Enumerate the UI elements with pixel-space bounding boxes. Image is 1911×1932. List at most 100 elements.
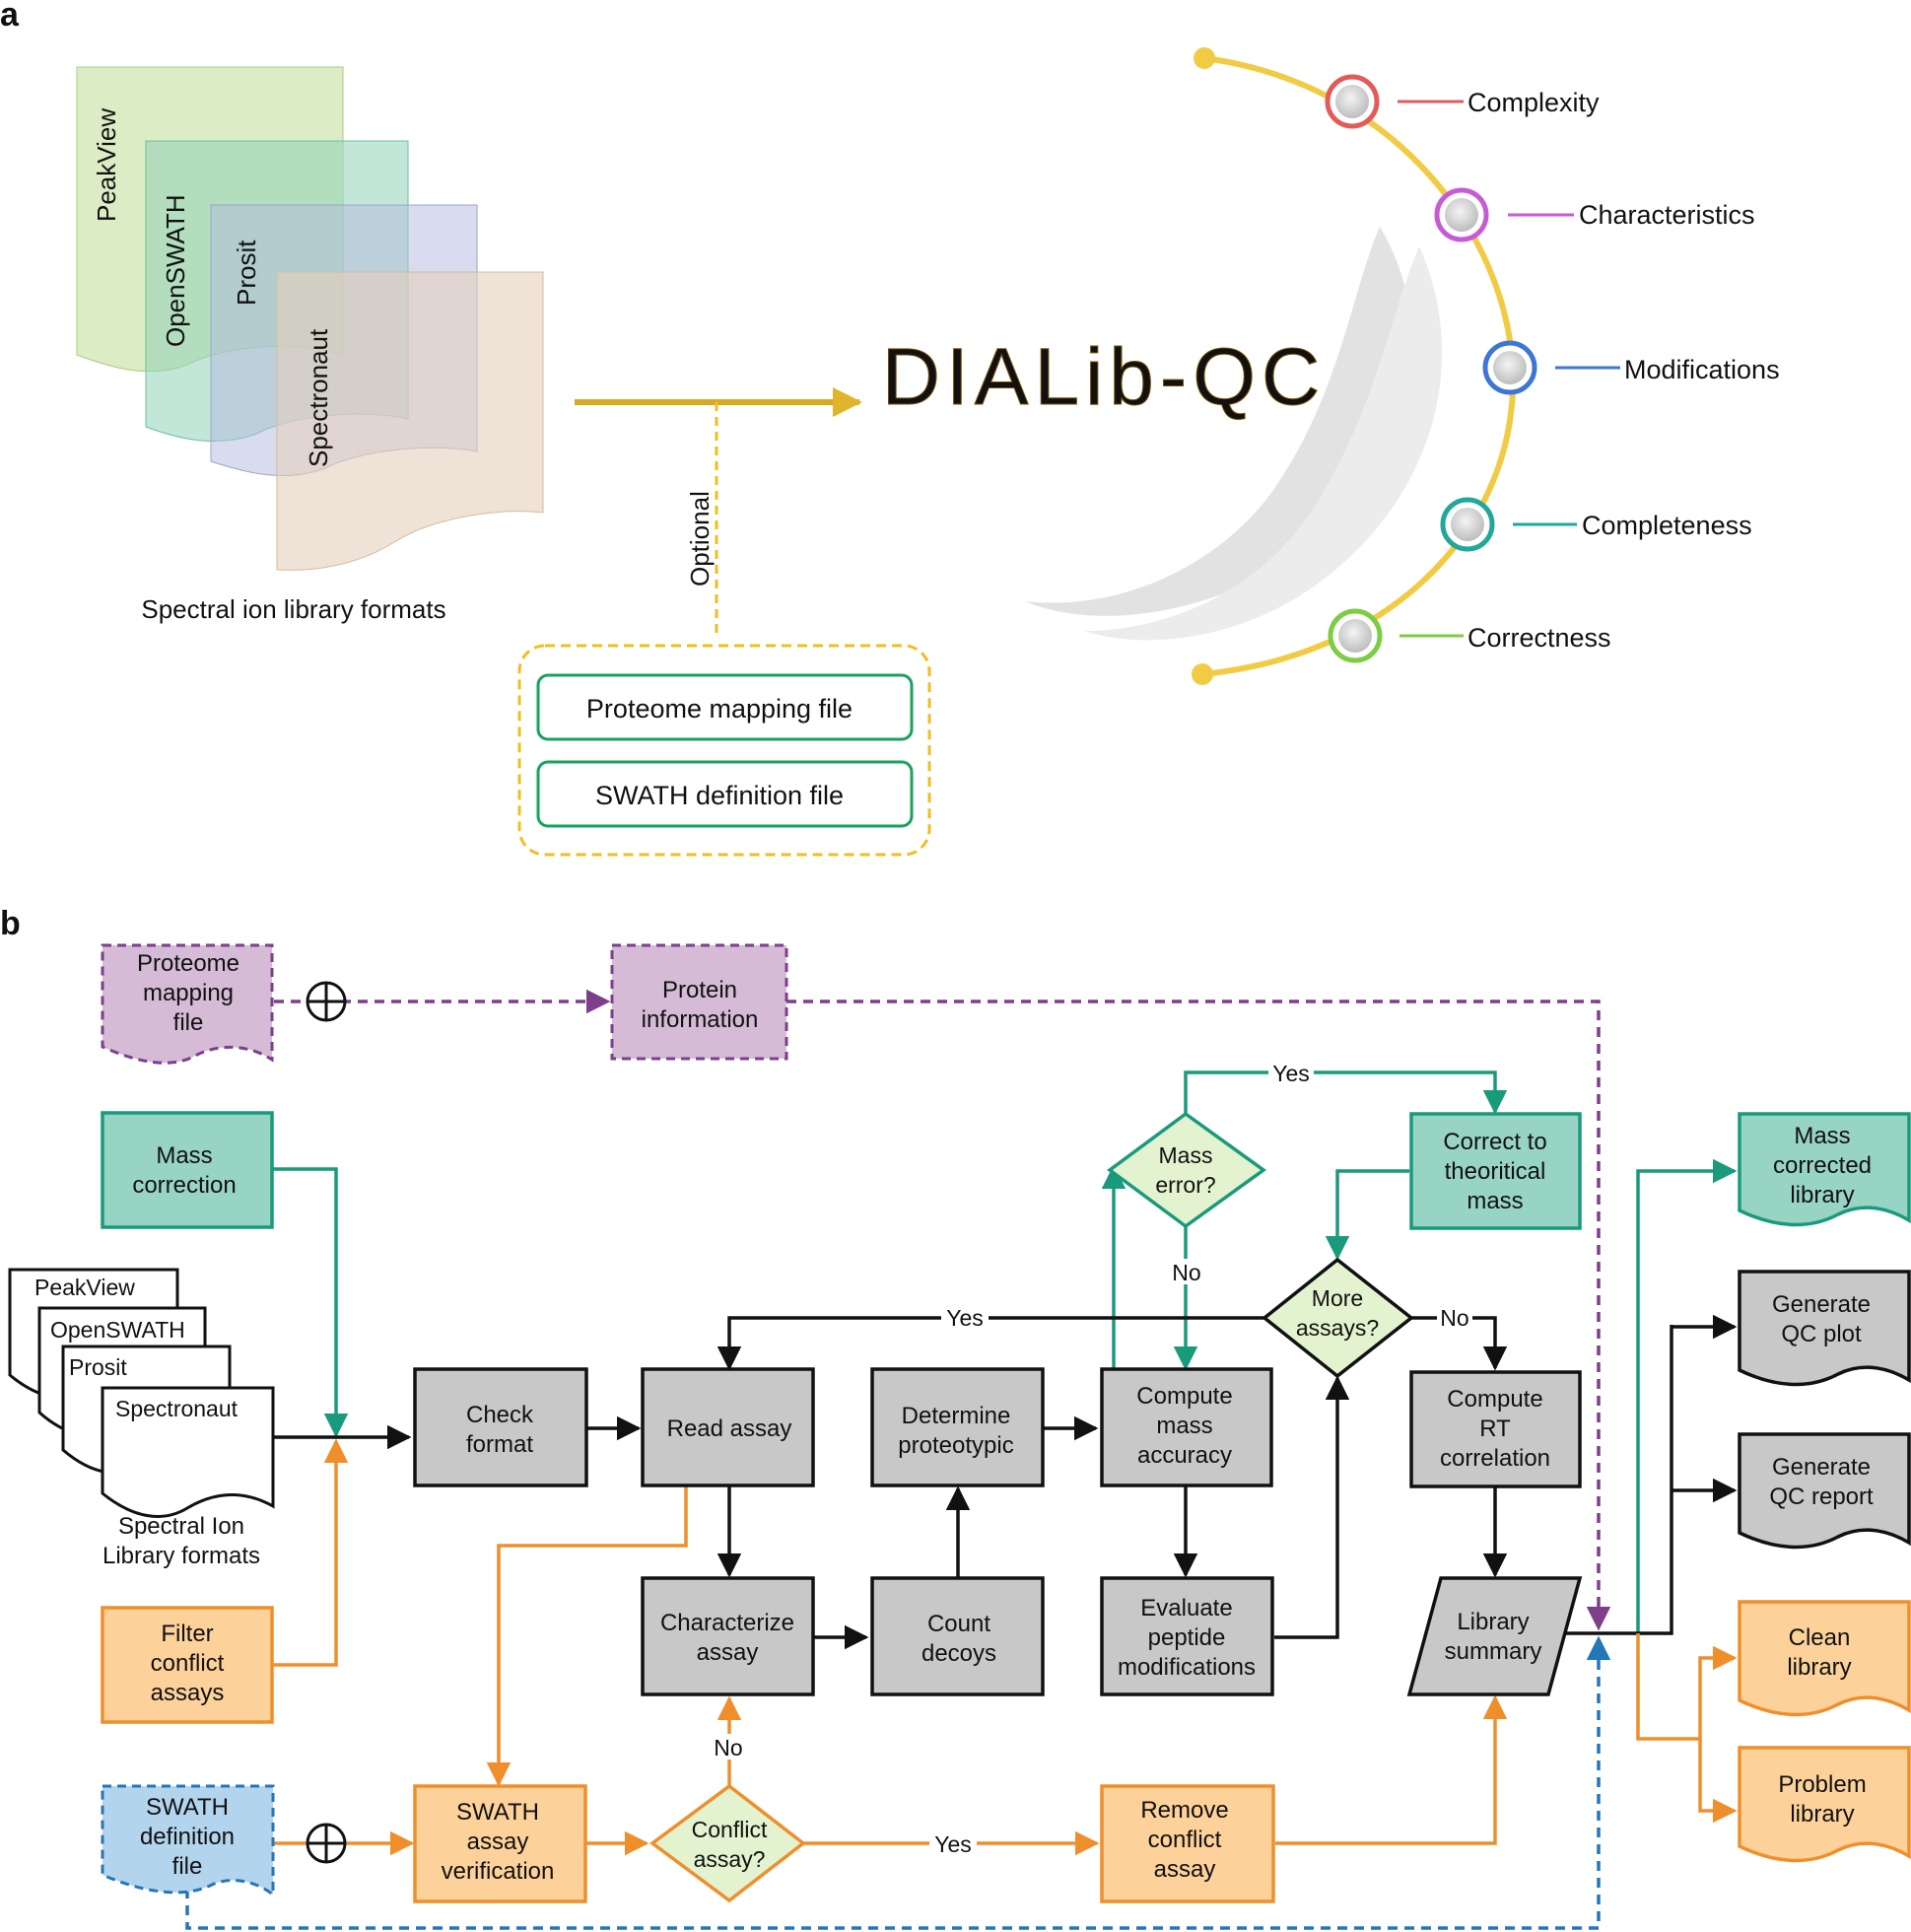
- criteria-list: ComplexityCharacteristicsModificationsCo…: [1325, 74, 1780, 663]
- swath-definition-file-label: SWATH definition file: [595, 781, 844, 810]
- criteria-label-complexity: Complexity: [1467, 88, 1600, 117]
- conn-correct-to-more: [1325, 1169, 1409, 1261]
- criteria-knob-inner-2: [1493, 351, 1527, 384]
- dialib-qc-logo: DIALib-QC: [882, 332, 1326, 422]
- criteria-knob-inner-1: [1445, 198, 1478, 232]
- conn-filter-to-input: [272, 1438, 349, 1667]
- criteria-label-correctness: Correctness: [1467, 623, 1611, 653]
- qc-report-node: [1738, 1432, 1911, 1550]
- label-more-yes: Yes: [946, 1305, 984, 1331]
- criteria-label-characteristics: Characteristics: [1579, 200, 1755, 230]
- conn-evaluate-to-more: [1274, 1375, 1350, 1639]
- evaluate-mods-node: [1100, 1576, 1274, 1696]
- mass-corrected-library-node: [1738, 1112, 1911, 1227]
- conn-branch-to-problem: [1698, 1739, 1738, 1824]
- qc-plot-node: [1738, 1270, 1911, 1387]
- swath-definition-file-box: [536, 760, 914, 828]
- proteome-mapping-file-node: [101, 943, 274, 1065]
- compute-rt-node: [1409, 1370, 1582, 1488]
- conn-remove-to-summary: [1275, 1694, 1508, 1845]
- problem-library-node: [1738, 1746, 1911, 1863]
- proteome-mapping-file-box: [536, 673, 914, 741]
- mass-error-decision: [1107, 1111, 1266, 1229]
- characterize-assay-node: [641, 1576, 815, 1696]
- correct-mass-node: [1409, 1112, 1582, 1230]
- doc-label-openswath: OpenSWATH: [50, 1317, 185, 1343]
- determine-proteotypic-node: [870, 1367, 1045, 1487]
- sheet-spectronaut: [276, 271, 544, 571]
- criteria-knob-inner-0: [1335, 85, 1369, 118]
- conn-masserror-yes: [1184, 1070, 1508, 1115]
- sheet-label-peakview: PeakView: [92, 108, 121, 222]
- criteria-knob-inner-4: [1338, 619, 1372, 653]
- clean-library-node: [1738, 1600, 1911, 1717]
- proteome-mapping-file-label: Proteome mapping file: [586, 694, 853, 724]
- doc-label-spectronaut: Spectronaut: [115, 1396, 239, 1421]
- optional-files-box: [517, 644, 931, 857]
- swath-definition-file-node: [101, 1784, 275, 1898]
- criteria-label-modifications: Modifications: [1624, 355, 1780, 384]
- format-documents: PeakView OpenSWATH Prosit Spectronaut: [8, 1268, 275, 1518]
- mass-correction-node: [101, 1111, 274, 1229]
- panel-a-label: a: [0, 0, 20, 34]
- conn-more-yes: [717, 1316, 1264, 1371]
- conn-summary-to-masscorrected: [1636, 1158, 1738, 1633]
- sheet-label-openswath: OpenSWATH: [161, 194, 190, 347]
- conn-summary-to-clean: [1636, 1633, 1738, 1741]
- library-summary-node: [1406, 1576, 1583, 1696]
- conn-masscorr-to-input: [272, 1167, 349, 1438]
- label-mass-error-yes: Yes: [1272, 1061, 1310, 1086]
- count-decoys-node: [870, 1576, 1045, 1696]
- formats-caption: Spectral ion library formats: [141, 594, 445, 624]
- label-conflict-yes: Yes: [934, 1831, 972, 1857]
- read-assay-text: Read assay: [667, 1415, 792, 1442]
- label-mass-error-no: No: [1172, 1260, 1200, 1285]
- check-format-node: [413, 1367, 588, 1487]
- read-assay-node: [641, 1367, 815, 1487]
- remove-conflict-node: [1100, 1784, 1275, 1903]
- combine-symbol-proteome: [306, 981, 347, 1022]
- doc-label-peakview: PeakView: [34, 1275, 135, 1300]
- criteria-knob-inner-3: [1451, 508, 1484, 541]
- criteria-label-completeness: Completeness: [1582, 511, 1752, 540]
- arc-top-end: [1194, 47, 1215, 69]
- sheet-label-prosit: Prosit: [232, 240, 261, 306]
- label-conflict-no: No: [714, 1735, 742, 1760]
- filter-conflict-node: [101, 1606, 274, 1724]
- swoosh-decoration: [1025, 227, 1443, 641]
- more-assays-decision: [1262, 1257, 1414, 1379]
- protein-information-node: [610, 943, 788, 1061]
- arc-bottom-end: [1192, 663, 1213, 685]
- conn-read-to-verification: [486, 1486, 688, 1787]
- conflict-assay-decision: [649, 1783, 806, 1903]
- panel-b-label: b: [0, 905, 21, 942]
- doc-label-prosit: Prosit: [69, 1354, 127, 1380]
- compute-mass-accuracy-node: [1100, 1367, 1273, 1487]
- conn-info-to-summary: [786, 1000, 1611, 1631]
- conn-swath-to-summary: [185, 1635, 1611, 1930]
